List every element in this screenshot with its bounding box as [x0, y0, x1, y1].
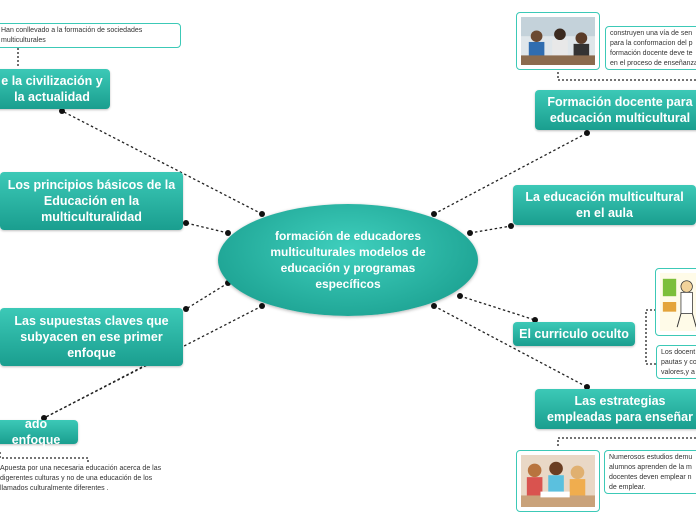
note-construyen-text: construyen una vía de sen para la confor…	[610, 30, 696, 67]
classroom-photo-icon	[521, 17, 595, 65]
note-numerosos[interactable]: Numerosos estudios demu alumnos aprenden…	[604, 450, 696, 494]
node-estrategias-label: Las estrategias empleadas para enseñar	[547, 394, 693, 424]
node-formacion-docente[interactable]: Formación docente para educación multicu…	[535, 90, 696, 130]
node-supuestas-label: Las supuestas claves que subyacen en ese…	[14, 314, 169, 360]
bracket-apuesta	[0, 452, 89, 464]
children-photo-icon	[521, 455, 595, 507]
node-formacion-docente-label: Formación docente para educación multicu…	[547, 95, 693, 125]
node-educacion-aula-label: La educación multicultural en el aula	[525, 190, 684, 220]
note-apuesta[interactable]: Apuesta por una necesaria educación acer…	[0, 462, 172, 500]
node-civilizacion-label: e la civilización y la actualidad	[1, 74, 103, 104]
central-topic[interactable]: formación de educadores multiculturales …	[218, 204, 478, 316]
connector-curriculo	[459, 295, 536, 321]
connector-civilizacion	[61, 110, 263, 215]
bracket-estrategias	[557, 437, 696, 446]
node-principios[interactable]: Los principios básicos de la Educación e…	[0, 172, 183, 230]
note-numerosos-text: Numerosos estudios demu alumnos aprenden…	[609, 454, 693, 491]
note-sociedades-text: Han conllevado a la formación de socieda…	[1, 27, 143, 44]
connector-enfoque	[43, 305, 263, 419]
note-docentes-text: Los docent pautas y co valores,y a	[661, 349, 696, 376]
connector-principios	[185, 222, 229, 234]
bracket-construyen	[557, 72, 696, 81]
bracket-curriculo	[645, 309, 656, 365]
connector-enfoque-2	[43, 366, 143, 419]
drawing-icon	[660, 273, 696, 331]
connector-supuestas	[185, 282, 229, 310]
node-principios-label: Los principios básicos de la Educación e…	[7, 178, 176, 224]
image-curriculum-drawing[interactable]	[655, 268, 696, 336]
note-sociedades[interactable]: Han conllevado a la formación de socieda…	[0, 23, 181, 48]
node-civilizacion[interactable]: e la civilización y la actualidad	[0, 69, 110, 109]
note-construyen[interactable]: construyen una vía de sen para la confor…	[605, 26, 696, 70]
central-topic-label: formación de educadores multiculturales …	[270, 229, 426, 291]
node-estrategias[interactable]: Las estrategias empleadas para enseñar	[535, 389, 696, 429]
node-supuestas[interactable]: Las supuestas claves que subyacen en ese…	[0, 308, 183, 366]
note-docentes[interactable]: Los docent pautas y co valores,y a	[656, 345, 696, 379]
node-curriculo-oculto[interactable]: El curriculo oculto	[513, 322, 635, 346]
node-enfoque[interactable]: ado enfoque	[0, 417, 78, 447]
connector-aula	[469, 225, 512, 234]
node-curriculo-oculto-label: El curriculo oculto	[519, 327, 629, 341]
connector-estrategias	[433, 305, 588, 388]
note-apuesta-text: Apuesta por una necesaria educación acer…	[0, 465, 162, 492]
node-educacion-aula[interactable]: La educación multicultural en el aula	[513, 185, 696, 225]
connector-formacion	[433, 132, 588, 215]
node-enfoque-label: ado enfoque	[11, 417, 61, 447]
image-children-learning[interactable]	[516, 450, 600, 512]
image-classroom-teacher[interactable]	[516, 12, 600, 70]
